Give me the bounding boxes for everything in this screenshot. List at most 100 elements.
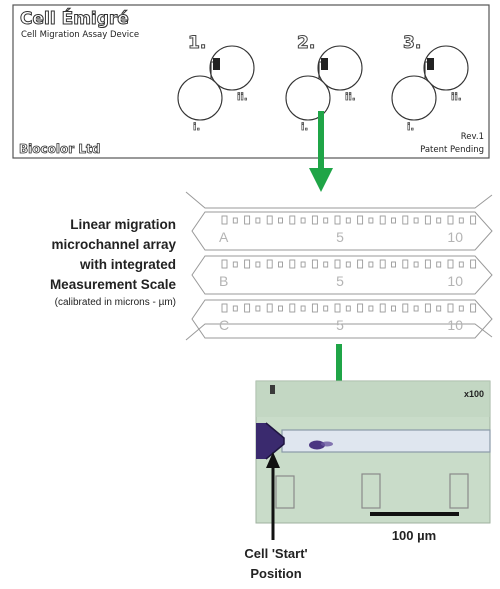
scale-mark — [255, 261, 261, 268]
channel-mid-label: 5 — [336, 273, 344, 289]
scale-mark — [345, 261, 351, 268]
micrograph: x100 — [255, 380, 491, 524]
scale-mark — [221, 303, 228, 313]
channel-end-label: 10 — [447, 317, 463, 333]
scale-mark — [413, 261, 419, 268]
channel-outline — [191, 255, 493, 295]
scale-mark — [391, 261, 396, 268]
scale-mark — [334, 215, 341, 225]
channel-letter: B — [219, 273, 228, 289]
scale-mark — [255, 217, 261, 224]
scale-mark — [424, 259, 431, 269]
channel-outline — [191, 299, 493, 339]
cell-start-funnel — [256, 423, 284, 459]
scale-mark — [368, 261, 374, 268]
scale-mark — [244, 303, 251, 313]
scale-mark — [458, 261, 464, 268]
scale-mark — [323, 305, 329, 312]
scale-mark — [436, 217, 442, 224]
scale-mark — [470, 215, 477, 225]
channel-row: B 5 10 — [191, 255, 493, 295]
scale-mark — [458, 305, 464, 312]
device-subtitle: Cell Migration Assay Device — [21, 30, 139, 40]
channel-row: C 5 10 — [191, 299, 493, 339]
well-microchannels — [321, 58, 328, 70]
migrated-cell-tail — [321, 441, 333, 447]
scale-bar — [370, 512, 459, 516]
scale-mark — [447, 259, 454, 269]
scale-mark — [379, 259, 386, 269]
scale-mark — [357, 259, 364, 269]
scale-mark — [255, 305, 261, 312]
scale-mark — [424, 215, 431, 225]
scale-mark — [300, 217, 306, 224]
start-label-line-1: Cell 'Start' — [244, 546, 307, 561]
channel-outline — [191, 211, 493, 251]
channel-end-label: 10 — [447, 273, 463, 289]
channel-end-label: 10 — [447, 229, 463, 245]
scale-mark — [232, 217, 238, 224]
well-outlet-circle — [423, 45, 469, 91]
scale-mark — [232, 261, 238, 268]
scale-mark — [470, 259, 477, 269]
migrated-cell — [309, 440, 325, 450]
scale-mark — [266, 215, 273, 225]
scale-mark — [391, 217, 396, 224]
well-inlet-label: i. — [301, 122, 308, 133]
device-title: Cell Émigré — [20, 7, 129, 29]
well-microchannels — [427, 58, 434, 70]
micrograph-marker — [270, 385, 275, 394]
scale-mark — [447, 303, 454, 313]
scale-mark — [232, 305, 238, 312]
scale-mark — [368, 217, 374, 224]
micrograph-shade — [256, 381, 490, 417]
scale-mark — [436, 261, 442, 268]
scale-mark — [289, 259, 296, 269]
scale-mark — [379, 215, 386, 225]
caption-line-4: Measurement Scale — [50, 277, 177, 292]
scale-mark — [278, 305, 283, 312]
well-number: 3. — [403, 33, 421, 53]
well-number: 2. — [297, 33, 315, 53]
scale-mark — [266, 303, 273, 313]
device-revision: Rev.1 — [461, 132, 484, 142]
scale-mark — [334, 259, 341, 269]
scale-mark — [311, 259, 318, 269]
caption-line-5: (calibrated in microns - µm) — [55, 297, 176, 308]
scale-mark — [266, 259, 273, 269]
device-panel: Cell Émigré Cell Migration Assay Device … — [12, 4, 490, 159]
device-maker: Biocolor Ltd — [19, 142, 100, 156]
well-1: 1. ii. i. — [177, 33, 255, 133]
scale-mark — [402, 215, 409, 225]
magnification-label: x100 — [464, 389, 484, 399]
start-label-line-2: Position — [250, 566, 301, 581]
device-patent: Patent Pending — [420, 145, 484, 155]
scale-mark — [361, 473, 381, 509]
scale-mark — [221, 259, 228, 269]
channel-letter: C — [219, 317, 229, 333]
well-inlet-circle — [391, 75, 437, 121]
well-3: 3. ii. i. — [391, 33, 469, 133]
scale-mark — [402, 303, 409, 313]
well-inlet-circle — [177, 75, 223, 121]
well-2: 2. ii. i. — [285, 33, 363, 133]
well-outlet-circle — [317, 45, 363, 91]
scale-mark — [413, 305, 419, 312]
scale-mark — [413, 217, 419, 224]
well-inlet-circle — [285, 75, 331, 121]
scale-bar-label: 100 µm — [392, 528, 436, 543]
scale-mark — [244, 215, 251, 225]
well-outlet-circle — [209, 45, 255, 91]
channel-mid-label: 5 — [336, 317, 344, 333]
scale-mark — [345, 305, 351, 312]
well-outlet-label: ii. — [237, 92, 248, 103]
scale-mark — [221, 215, 228, 225]
well-microchannels — [213, 58, 220, 70]
caption-line-2: microchannel array — [51, 237, 176, 252]
scale-mark — [334, 303, 341, 313]
scale-mark — [449, 473, 469, 509]
scale-mark — [368, 305, 374, 312]
